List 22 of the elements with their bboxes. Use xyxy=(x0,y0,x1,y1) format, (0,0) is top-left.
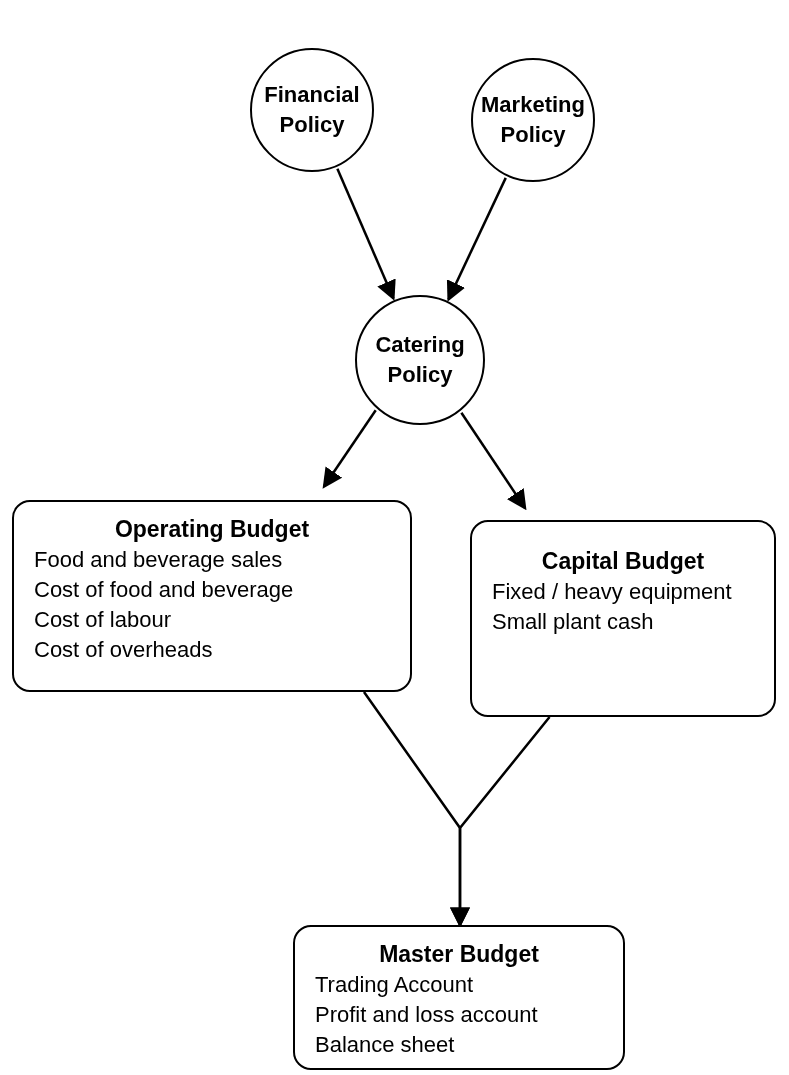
budget-box xyxy=(470,520,776,717)
box-item: Small plant cash xyxy=(492,608,655,636)
box-item: Food and beverage sales xyxy=(34,546,284,574)
circle-label: Financial Policy xyxy=(263,81,361,139)
box-heading: Operating Budget xyxy=(113,515,311,544)
box-item: Fixed / heavy equipment xyxy=(492,578,733,606)
box-item: Trading Account xyxy=(315,971,475,999)
budget-box xyxy=(12,500,412,692)
box-heading: Master Budget xyxy=(378,940,540,969)
arrow xyxy=(336,168,396,301)
box-item: Cost of food and beverage xyxy=(34,576,295,604)
arrow xyxy=(446,177,507,302)
box-item: Cost of labour xyxy=(34,606,172,634)
arrow xyxy=(322,409,377,489)
arrow xyxy=(450,716,551,928)
box-heading: Capital Budget xyxy=(540,547,706,576)
circle-label: Marketing Policy xyxy=(481,91,585,149)
box-item: Profit and loss account Balance sheet xyxy=(315,1001,539,1059)
arrow xyxy=(460,412,527,511)
budget-box xyxy=(293,925,625,1070)
circle-label: Catering Policy xyxy=(374,331,466,389)
box-item: Cost of overheads xyxy=(34,636,214,664)
